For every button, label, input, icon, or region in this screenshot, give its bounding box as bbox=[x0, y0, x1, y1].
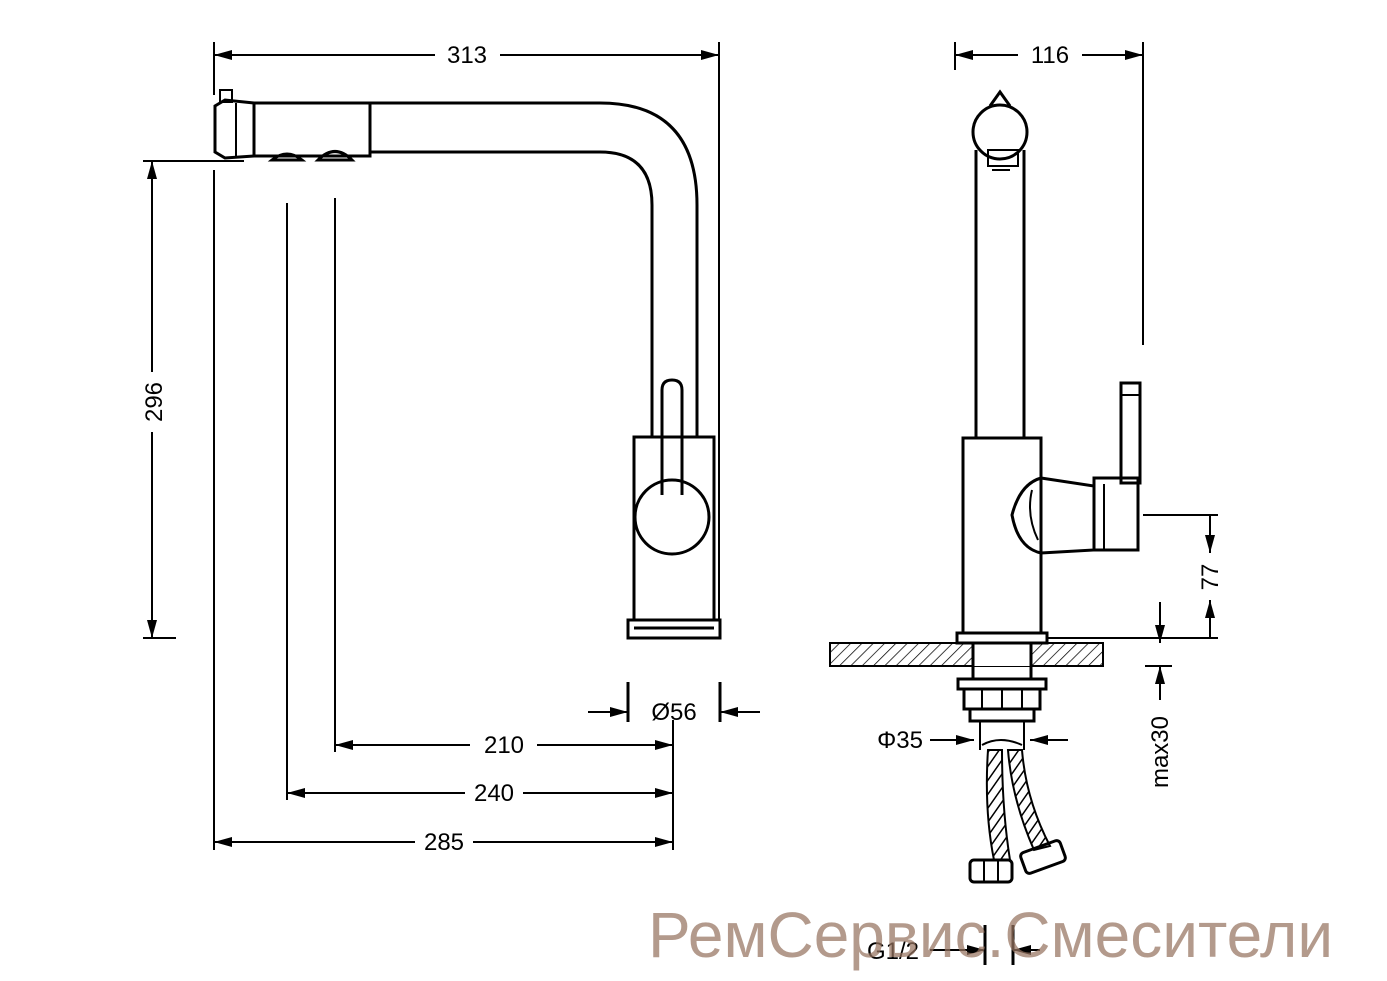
side-hose-left bbox=[985, 749, 1012, 861]
side-body bbox=[961, 436, 1043, 635]
front-outlet-left bbox=[267, 152, 307, 162]
front-handle-knob bbox=[633, 478, 711, 556]
dim-thread: G1/2 bbox=[867, 938, 919, 965]
front-view: 313 296 210 240 285 bbox=[141, 42, 760, 856]
front-outlet-right bbox=[314, 150, 356, 162]
dim-handle-height: 77 bbox=[1197, 564, 1224, 591]
side-spout-head bbox=[971, 103, 1029, 161]
dim-base-diameter: Ø56 bbox=[651, 699, 696, 726]
front-body bbox=[632, 435, 716, 622]
dim-max-thickness: max30 bbox=[1147, 716, 1174, 788]
dim-front-width: 313 bbox=[447, 42, 487, 69]
watermark-text: РемСервис.Смесители bbox=[648, 899, 1334, 971]
dim-front-height: 296 bbox=[141, 382, 168, 422]
side-handle-block bbox=[1092, 476, 1140, 552]
front-aerator-end bbox=[213, 98, 255, 160]
front-button-top bbox=[219, 89, 233, 103]
dim-side-width: 116 bbox=[1031, 42, 1069, 69]
side-handle-cartridge bbox=[1010, 476, 1096, 555]
side-hose-right bbox=[1006, 749, 1052, 852]
countertop bbox=[829, 642, 1104, 667]
dim-shank-diameter: Φ35 bbox=[877, 727, 923, 754]
dim-reach-210: 210 bbox=[484, 732, 524, 759]
front-spout-outline bbox=[370, 101, 699, 437]
side-handle-lever bbox=[1119, 381, 1142, 485]
side-view: 116 77 max30 Φ35 G1/2 bbox=[829, 42, 1224, 965]
dim-reach-285: 285 bbox=[424, 829, 464, 856]
front-base-ring bbox=[626, 618, 722, 640]
side-fitting-left bbox=[968, 858, 1014, 884]
front-handle-lever bbox=[660, 378, 684, 495]
dim-reach-240: 240 bbox=[474, 780, 514, 807]
front-spout-head bbox=[252, 101, 372, 158]
side-fitting-right bbox=[1019, 839, 1067, 875]
